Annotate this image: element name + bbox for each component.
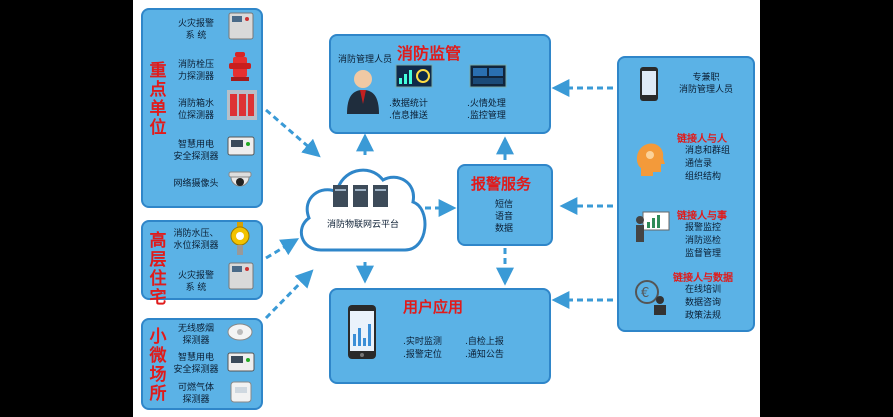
supervision-item-fire-handling: .火情处理 bbox=[467, 99, 506, 109]
alarm-service-panel bbox=[457, 164, 553, 246]
link-data-item-2: 数据咨询 bbox=[685, 298, 722, 308]
user-app-title: 用户应用 bbox=[403, 298, 464, 316]
smoke-detector-label: 无线感烟 探测器 bbox=[177, 324, 214, 346]
user-item-locate: .报警定位 bbox=[403, 350, 442, 360]
alarm-panel-icon bbox=[228, 12, 254, 40]
group-key-units-title: 重点 单位 bbox=[149, 61, 167, 138]
link-tasks-title: 链接人与事 bbox=[677, 211, 727, 222]
head-people-icon bbox=[636, 143, 665, 176]
supervision-item-monitor: .监控管理 bbox=[467, 111, 506, 121]
group-small-sites-title: 小微 场所 bbox=[149, 327, 167, 404]
smoke-detector-icon bbox=[227, 323, 253, 341]
svg-text:€: € bbox=[641, 286, 649, 301]
presentation-icon bbox=[636, 211, 670, 242]
diagram-canvas: 重点 单位 火灾报警 系 统 消防栓压 力探测器 消防箱水 位探测器 智慧用电 … bbox=[133, 0, 760, 417]
water-pressure-level-label: 消防水压、 水位探测器 bbox=[173, 229, 219, 251]
cloud-label: 消防物联网云平台 bbox=[326, 220, 399, 230]
link-data-item-1: 在线培训 bbox=[685, 285, 722, 295]
tank-level-label: 消防箱水 位探测器 bbox=[177, 99, 214, 121]
link-people-item-1: 消息和群组 bbox=[685, 146, 731, 156]
fire-alarm-label: 火灾报警 系 统 bbox=[177, 19, 214, 41]
gas-detector-label: 可燃气体 探测器 bbox=[177, 383, 214, 405]
link-tasks-item-1: 报警监控 bbox=[685, 223, 722, 233]
euro-person-icon: € bbox=[635, 280, 666, 315]
cloud-shape bbox=[299, 168, 427, 252]
user-item-notice: .通知公告 bbox=[465, 350, 504, 360]
right-header-label: 专兼职 消防管理人员 bbox=[678, 73, 733, 95]
link-tasks-item-3: 监督管理 bbox=[685, 249, 722, 259]
group-high-rise-title: 高层 住宅 bbox=[149, 231, 167, 308]
smart-electric-label: 智慧用电 安全探测器 bbox=[173, 140, 219, 162]
link-people-item-2: 通信录 bbox=[685, 159, 713, 169]
dashboard-screen-icon bbox=[395, 64, 433, 88]
phone-icon bbox=[640, 67, 658, 101]
arrows-layer bbox=[264, 79, 613, 320]
alarm-item-data: 数据 bbox=[495, 224, 514, 234]
link-tasks-item-2: 消防巡检 bbox=[685, 236, 722, 246]
alarm-panel-icon-2 bbox=[228, 262, 254, 290]
fire-alarm-label-2: 火灾报警 系 统 bbox=[177, 271, 214, 293]
network-camera-label: 网络摄像头 bbox=[173, 179, 219, 189]
gas-detector-icon bbox=[230, 381, 252, 403]
electric-detector-icon bbox=[227, 136, 255, 156]
right-panel bbox=[617, 56, 755, 332]
supervision-title: 消防监管 bbox=[397, 44, 462, 63]
hydrant-pressure-label: 消防栓压 力探测器 bbox=[177, 60, 214, 82]
camera-icon bbox=[228, 171, 252, 187]
hydrant-icon bbox=[229, 52, 251, 81]
link-people-item-3: 组织结构 bbox=[685, 172, 722, 182]
link-data-title: 链接人与数据 bbox=[673, 273, 733, 284]
arrow-small-sites-to-cloud bbox=[264, 269, 314, 320]
user-item-realtime: .实时监测 bbox=[403, 337, 442, 347]
manager-icon bbox=[347, 70, 379, 114]
alarm-item-sms: 短信 bbox=[495, 200, 514, 210]
arrow-residential-to-cloud bbox=[265, 238, 300, 260]
user-item-selfcheck: .自检上报 bbox=[465, 337, 504, 347]
alarm-service-title: 报警服务 bbox=[471, 175, 532, 193]
supervision-person-label: 消防管理人员 bbox=[338, 55, 393, 65]
link-people-title: 链接人与人 bbox=[677, 134, 727, 145]
monitor-screen-icon bbox=[469, 64, 507, 88]
supervision-item-push: .信息推送 bbox=[389, 111, 428, 121]
electric-detector-icon-2 bbox=[227, 352, 255, 372]
arrow-key-units-to-cloud bbox=[265, 108, 321, 158]
supervision-item-stats: .数据统计 bbox=[389, 99, 428, 109]
link-data-item-3: 政策法规 bbox=[685, 311, 722, 321]
server-icon bbox=[333, 185, 388, 207]
water-tank-icon bbox=[227, 90, 257, 120]
pressure-sensor-icon bbox=[230, 222, 250, 255]
alarm-item-voice: 语音 bbox=[495, 212, 514, 222]
smartphone-icon bbox=[348, 305, 376, 359]
smart-electric-label-2: 智慧用电 安全探测器 bbox=[173, 353, 219, 375]
